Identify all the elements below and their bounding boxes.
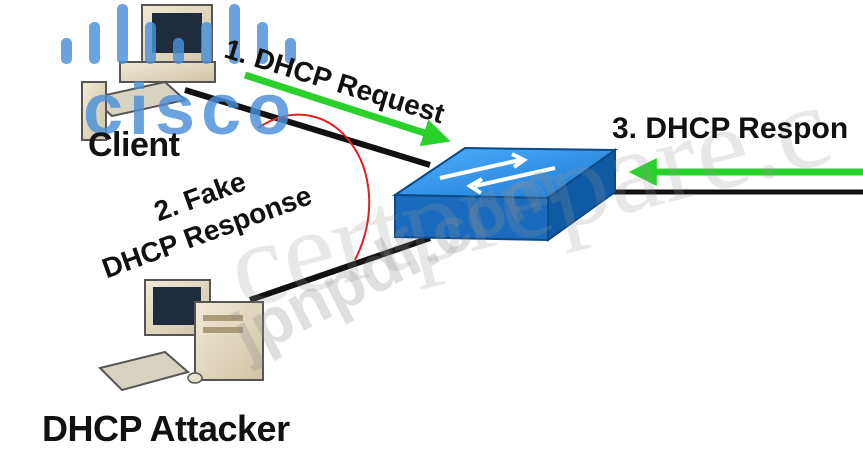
cisco-bars-icon: [61, 4, 296, 64]
request-arrow: [243, 71, 451, 147]
cisco-logo-text: cisco: [83, 70, 298, 150]
response-label: 3. DHCP Respon: [612, 112, 849, 145]
cisco-logo: cisco: [55, 0, 315, 150]
client-label: Client: [88, 126, 180, 164]
attacker-computer-icon: [98, 279, 264, 392]
attacker-cable: [249, 235, 431, 303]
client-cable: [184, 87, 431, 168]
client-computer-icon: [81, 4, 216, 141]
attacker-label: DHCP Attacker: [42, 408, 290, 449]
network-switch-icon: [391, 146, 619, 242]
fake-response-curve: [257, 113, 371, 261]
